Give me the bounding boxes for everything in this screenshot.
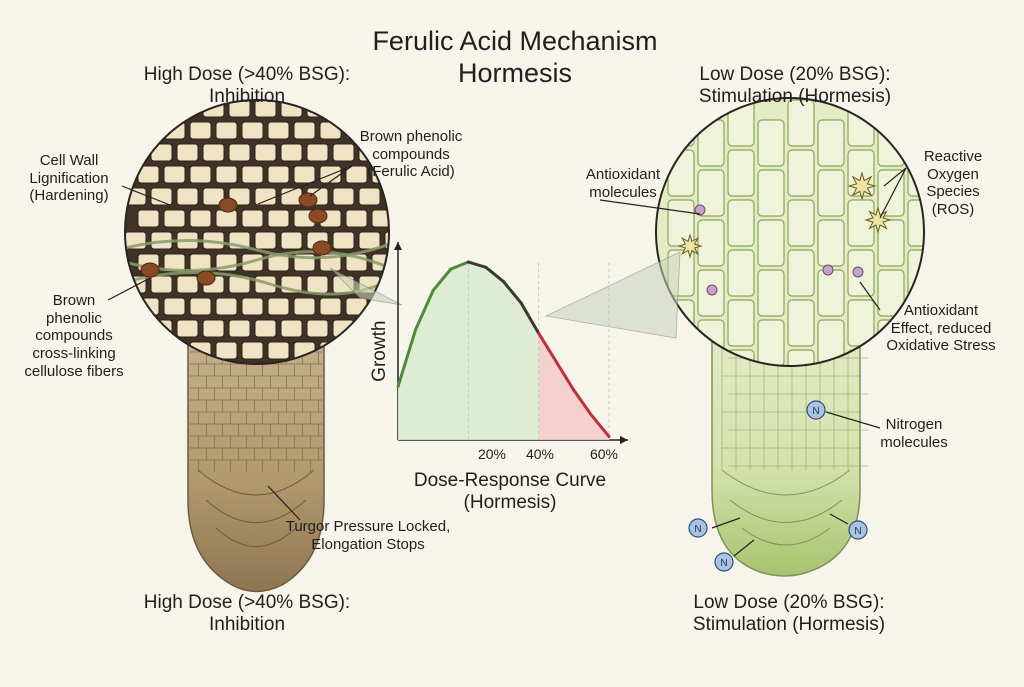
curve-segment (431, 267, 453, 292)
label-antioxidant-effect: Antioxidant Effect, reduced Oxidative St… (886, 302, 996, 355)
antioxidant-molecule-icon (852, 266, 864, 278)
zoom-cone-left (329, 267, 403, 306)
x-tick-40: 40% (525, 446, 555, 462)
zoom-cone-right (544, 251, 681, 339)
chart-y-arrow (394, 242, 402, 250)
leader-lines (107, 165, 907, 521)
nitrogen-molecule-symbol: N (812, 406, 819, 417)
chart-x-arrow (620, 436, 628, 444)
curve-segment (466, 260, 488, 269)
curve-segment (414, 288, 435, 332)
curve-segment (396, 328, 418, 389)
low-dose-footer-sub: Stimulation (Hormesis) (692, 614, 886, 636)
high-dose-footer-line: High Dose (>40% BSG): (143, 592, 351, 613)
chart-xlabel-line: Dose-Response Curve (413, 470, 607, 491)
high-dose-header-sub: Inhibition (208, 86, 286, 108)
ros-star-icon (677, 233, 703, 259)
nitrogen-molecule-icon (688, 518, 708, 538)
low-dose-footer-line: Low Dose (20% BSG): (693, 592, 885, 613)
nitrogen-molecule-icon (806, 400, 826, 420)
label-nitrogen-molecules: Nitrogen molecules (880, 416, 948, 451)
nitrogen-molecule-symbol: N (854, 526, 861, 537)
label-turgor-pressure: Turgor Pressure Locked, Elongation Stops (285, 518, 451, 553)
curve-segment (589, 413, 611, 438)
curve-segment (449, 260, 470, 271)
label-antioxidant-molecules: Antioxidant molecules (585, 166, 661, 201)
title-line-2: Hormesis (457, 57, 572, 88)
label-ros: Reactive Oxygen Species (ROS) (923, 148, 983, 219)
low-dose-header-sub: Stimulation (Hormesis) (698, 86, 892, 108)
ros-star-icon (847, 171, 877, 201)
label-cross-linking: Brown phenolic compounds cross-linking c… (24, 292, 124, 380)
high-dose-header-line: High Dose (>40% BSG): (143, 64, 351, 85)
ros-star-icon (864, 206, 892, 234)
nitrogen-molecule-icon (714, 552, 734, 572)
dose-response-chart (394, 242, 628, 444)
curve-segment (484, 265, 505, 284)
antioxidant-molecule-icon (822, 264, 834, 276)
inhibition-area (538, 333, 609, 440)
curve-segment (572, 388, 593, 417)
high-dose-footer: High Dose (>40% BSG): Inhibition (112, 592, 382, 637)
label-brown-phenolic-ferulic: Brown phenolic compounds (Ferulic Acid) (359, 128, 463, 181)
low-dose-footer: Low Dose (20% BSG): Stimulation (Hormesi… (654, 592, 924, 637)
curve-segment (501, 280, 523, 305)
x-tick-20: 20% (477, 446, 507, 462)
curve-segment (537, 331, 558, 364)
low-dose-header: Low Dose (20% BSG): Stimulation (Hormesi… (660, 64, 930, 109)
chart-xlabel: Dose-Response Curve (Hormesis) (400, 470, 620, 515)
curve-segment (519, 301, 541, 335)
high-dose-footer-sub: Inhibition (208, 614, 286, 636)
nitrogen-molecule-icon (848, 520, 868, 540)
chart-xlabel-sub: (Hormesis) (463, 492, 557, 514)
title-line-1: Ferulic Acid Mechanism (372, 26, 658, 56)
chart-ylabel: Growth (368, 320, 390, 382)
x-tick-60: 60% (589, 446, 619, 462)
stimulation-area (398, 262, 539, 440)
antioxidant-molecule-icon (694, 204, 706, 216)
curve-segment (554, 360, 576, 392)
label-cell-wall-lignification: Cell Wall Lignification (Hardening) (29, 152, 109, 205)
nitrogen-molecule-symbol: N (694, 524, 701, 535)
high-dose-header: High Dose (>40% BSG): Inhibition (112, 64, 382, 109)
low-dose-header-line: Low Dose (20% BSG): (699, 64, 891, 85)
antioxidant-molecule-icon (706, 284, 718, 296)
right-decor: N N N N (677, 171, 892, 572)
nitrogen-molecule-symbol: N (720, 558, 727, 569)
diagram-title: Ferulic Acid Mechanism Hormesis (330, 26, 700, 90)
